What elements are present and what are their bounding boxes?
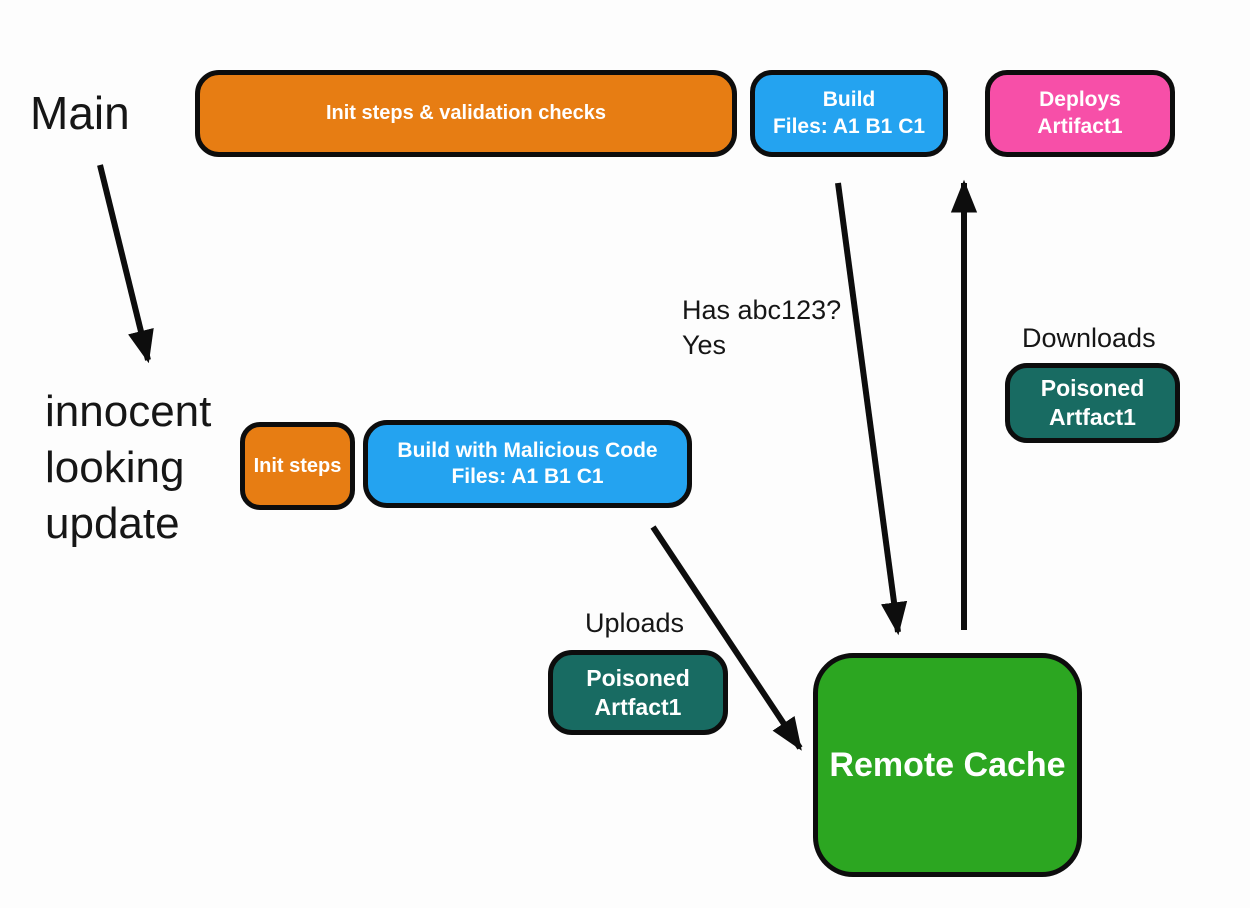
label-innocent-update: innocent looking update	[45, 384, 211, 552]
label-line: Yes	[682, 330, 727, 360]
arrow-main-to-update	[97, 164, 154, 364]
label-uploads: Uploads	[585, 608, 685, 638]
node-init-validation-checks: Init steps & validation checks	[195, 70, 737, 157]
node-poisoned-artifact-upload: Poisoned Artfact1	[548, 650, 728, 735]
label-line: innocent	[45, 387, 212, 436]
node-label: Files: A1 B1 C1	[451, 465, 604, 488]
node-label: Artfact1	[1049, 404, 1136, 430]
label-line: looking	[45, 443, 185, 492]
label-line: Has abc123?	[682, 295, 842, 325]
node-build-with-malicious-code: Build with Malicious Code Files: A1 B1 C…	[363, 420, 692, 508]
label-cache-check: Has abc123? Yes	[682, 293, 841, 363]
node-label: Files: A1 B1 C1	[772, 114, 926, 138]
label-line: update	[45, 499, 180, 548]
node-label: Init steps & validation checks	[325, 102, 607, 124]
node-poisoned-artifact-download: Poisoned Artfact1	[1005, 363, 1180, 443]
node-label: Deploys	[1039, 88, 1121, 112]
arrow-malicious-build-to-remote-cache	[650, 525, 803, 751]
label-main-branch: Main	[30, 87, 130, 139]
node-label: Remote Cache	[829, 745, 1066, 784]
label-downloads: Downloads	[1022, 323, 1156, 353]
node-build: Build Files: A1 B1 C1	[750, 70, 948, 157]
node-label: Artifact1	[1037, 114, 1123, 138]
node-label: Artfact1	[594, 693, 682, 720]
node-remote-cache: Remote Cache	[813, 653, 1082, 877]
node-label: Poisoned	[1040, 375, 1145, 402]
node-label: Build	[822, 88, 876, 112]
node-deploys-artifact1: Deploys Artifact1	[985, 70, 1175, 157]
node-label: Init steps	[253, 454, 342, 477]
node-label: Poisoned	[586, 664, 690, 691]
node-init-steps: Init steps	[240, 422, 355, 510]
node-label: Build with Malicious Code	[397, 438, 658, 462]
arrow-build-to-remote-cache	[835, 182, 908, 636]
